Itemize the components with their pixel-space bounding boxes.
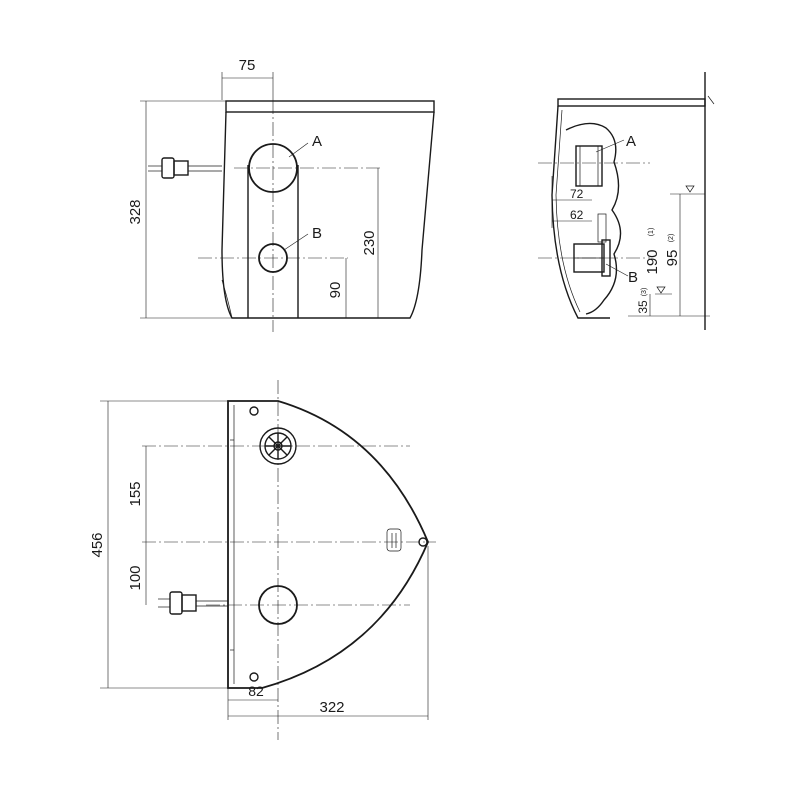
top-shell-outline [227, 400, 429, 689]
top-view: 456 155 100 82 322 [89, 380, 436, 740]
side-level-marker-1 [685, 185, 695, 193]
side-level-marker-3 [656, 286, 666, 294]
top-mounting-hole-lower [249, 672, 259, 682]
front-view: 75 328 230 90 A B [127, 57, 435, 332]
dim-75-label: 75 [239, 57, 256, 74]
top-power-plug [158, 591, 228, 615]
side-top-plate [557, 98, 706, 107]
front-power-plug [148, 157, 222, 179]
side-view: 72 62 A B 190 (1) 95 (2) 35 (3) [538, 72, 715, 330]
side-dim-95-note: (2) [668, 234, 675, 243]
side-dim-95-label: 95 [664, 250, 681, 267]
dim-230-label: 230 [361, 230, 378, 255]
side-dim-35-label: 35 [636, 300, 650, 314]
top-mounting-hole-upper [249, 406, 259, 416]
side-riser [597, 213, 607, 243]
side-dim-35-note: (3) [641, 288, 648, 297]
side-dim-72-label: 72 [570, 187, 584, 201]
front-body-outline [221, 111, 435, 319]
side-wall-mark [707, 95, 715, 105]
dim-90-label: 90 [327, 282, 344, 299]
side-dim-62-label: 62 [570, 208, 584, 222]
dim-100-label: 100 [127, 565, 144, 590]
front-label-b: B [312, 225, 322, 242]
side-label-a: A [626, 133, 636, 150]
front-leader-a [288, 142, 309, 158]
front-leader-b [283, 233, 309, 251]
dim-82-label: 82 [248, 683, 264, 699]
side-body-inner [555, 109, 581, 313]
side-label-b: B [628, 269, 638, 286]
side-pipe-a [575, 145, 603, 187]
dim-155-label: 155 [127, 481, 144, 506]
side-cavity [565, 122, 622, 315]
dim-456-label: 456 [89, 532, 106, 557]
side-leader-b [605, 263, 629, 277]
side-dim-190-label: 190 [644, 249, 661, 274]
side-leader-a [595, 139, 625, 153]
dim-322-label: 322 [319, 699, 344, 716]
front-top-plate [225, 100, 435, 113]
top-brand-logo [386, 528, 402, 552]
side-dim-190-note: (1) [648, 228, 655, 237]
front-label-a: A [312, 133, 322, 150]
dim-328-label: 328 [127, 199, 144, 224]
front-body-edge [221, 279, 233, 319]
